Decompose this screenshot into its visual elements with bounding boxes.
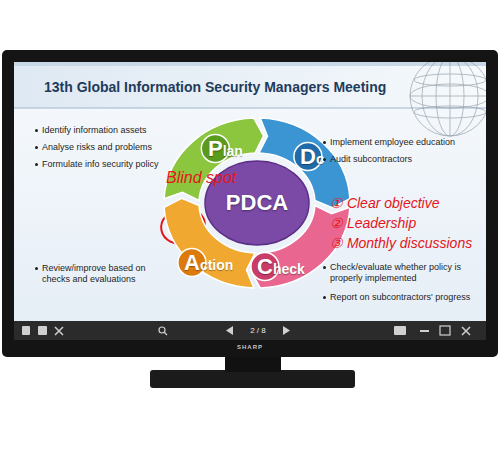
bullet-dot <box>35 163 38 166</box>
toolbar-icons <box>22 326 470 335</box>
segment-label: Do <box>300 144 324 172</box>
page-counter: 2 / 8 <box>250 326 266 336</box>
bullet-dot <box>323 296 326 299</box>
segment-label: Check <box>257 254 305 282</box>
toolbar <box>14 321 486 340</box>
node-shape <box>160 203 260 293</box>
cycle-segment: Action <box>160 203 260 293</box>
bullet-text: Review/improve based on checks and evalu… <box>42 263 160 285</box>
bullet-dot <box>35 267 38 270</box>
bullet-text: Report on subcontractors' progress <box>330 292 482 303</box>
bullet-dot <box>35 129 38 132</box>
segment-shape <box>164 118 264 200</box>
bullet-dot <box>323 158 326 161</box>
handwritten-note: ③ Monthly discussions <box>330 235 472 252</box>
slide-background <box>14 62 486 321</box>
bullet-text: Audit subcontractors <box>330 154 480 165</box>
slide-title: 13th Global Information Security Manager… <box>44 79 386 96</box>
cycle-segment: Plan <box>160 116 260 208</box>
stand-base <box>150 370 355 388</box>
segment-label: Plan <box>208 136 243 164</box>
bullet-text: Analyse risks and problems <box>42 142 172 153</box>
bullet-text: Identify information assets <box>42 125 172 136</box>
globe-wireframe <box>410 62 486 136</box>
core-label-run: PDCA <box>226 190 288 216</box>
monitor-bezel <box>2 50 498 357</box>
node-shape <box>160 116 260 208</box>
bullet-dot <box>323 266 326 269</box>
bullet-dot <box>35 146 38 149</box>
bullet-dot <box>323 141 326 144</box>
handwritten-note: ② Leadership <box>330 215 416 232</box>
bullet-text: Check/evaluate whether policy is properl… <box>330 262 480 284</box>
segment-label: Action <box>184 250 233 278</box>
bullet-text: Formulate info security policy <box>42 159 182 170</box>
handwritten-note: Blind spot <box>166 168 236 187</box>
brand-logo: SHARP <box>237 344 263 351</box>
handwritten-note: ① Clear objective <box>330 195 440 212</box>
segment-shape <box>164 198 255 288</box>
bullet-text: Implement employee education <box>330 137 480 148</box>
